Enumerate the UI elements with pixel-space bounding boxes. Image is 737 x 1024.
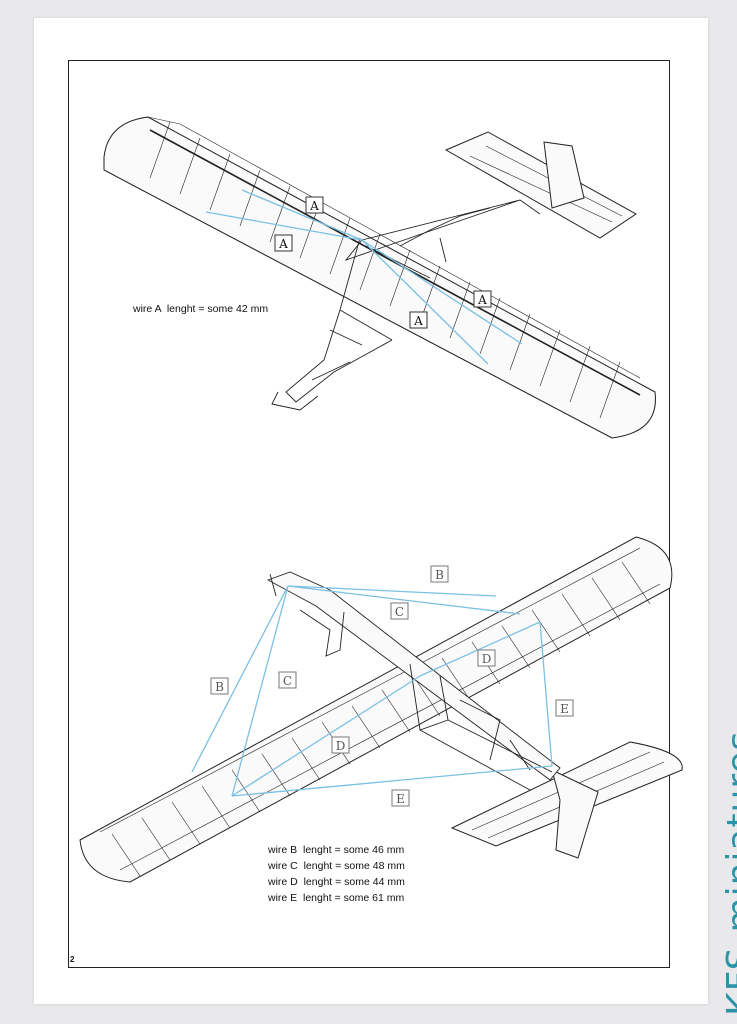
callout-b-1: B — [430, 565, 449, 583]
callout-d-2: D — [331, 736, 350, 754]
callout-d-letter: D — [336, 739, 346, 753]
callout-b-2: B — [210, 677, 229, 695]
callout-d-1: D — [477, 649, 496, 667]
watermark-text: KFS-miniatures — [720, 730, 737, 1016]
callout-c-letter: C — [395, 605, 404, 619]
page-number: 2 — [70, 955, 75, 964]
top-fuselage-truss — [271, 199, 541, 411]
top-fin — [543, 141, 585, 209]
callout-e-1: E — [555, 699, 574, 717]
watermark: KFS-miniatures — [686, 676, 737, 1016]
callout-e-letter: E — [396, 792, 405, 806]
callout-c-1: C — [390, 602, 409, 620]
callout-c-2: C — [278, 671, 297, 689]
callout-a-1: A — [305, 196, 324, 214]
callout-e-2: E — [391, 789, 410, 807]
top-callouts: A A A A — [274, 196, 492, 329]
callout-a-2: A — [274, 234, 293, 252]
wire-d-caption: wire D lenght = some 44 mm — [268, 876, 405, 888]
wire-e-caption: wire E lenght = some 61 mm — [268, 892, 405, 904]
glider-bottom-view — [79, 536, 683, 883]
wire-c-caption: wire C lenght = some 48 mm — [268, 860, 405, 872]
callout-c-letter: C — [283, 674, 292, 688]
bottom-fin — [551, 769, 599, 859]
page-border — [68, 60, 670, 968]
top-tailplane — [444, 131, 637, 239]
callout-a-letter: A — [309, 199, 319, 213]
callout-b-letter: B — [215, 680, 224, 694]
callout-d-letter: D — [482, 652, 492, 666]
bottom-callouts: B C D B C E D E — [210, 565, 574, 807]
bottom-main-wing — [79, 536, 673, 883]
callout-a-4: A — [409, 311, 428, 329]
wire-a-lines — [205, 189, 523, 365]
callout-e-letter: E — [560, 702, 569, 716]
callout-a-letter: A — [477, 293, 487, 307]
wire-b-caption: wire B lenght = some 46 mm — [268, 844, 405, 856]
bottom-fuselage-truss — [266, 571, 561, 791]
glider-top-view — [103, 116, 656, 439]
top-main-wing — [103, 116, 656, 439]
callout-a-letter: A — [413, 314, 423, 328]
wire-a-caption: wire A lenght = some 42 mm — [133, 303, 269, 315]
callout-a-letter: A — [278, 237, 288, 251]
callout-a-3: A — [473, 290, 492, 308]
wire-bcde-lines — [191, 585, 553, 797]
callout-b-letter: B — [435, 568, 444, 582]
